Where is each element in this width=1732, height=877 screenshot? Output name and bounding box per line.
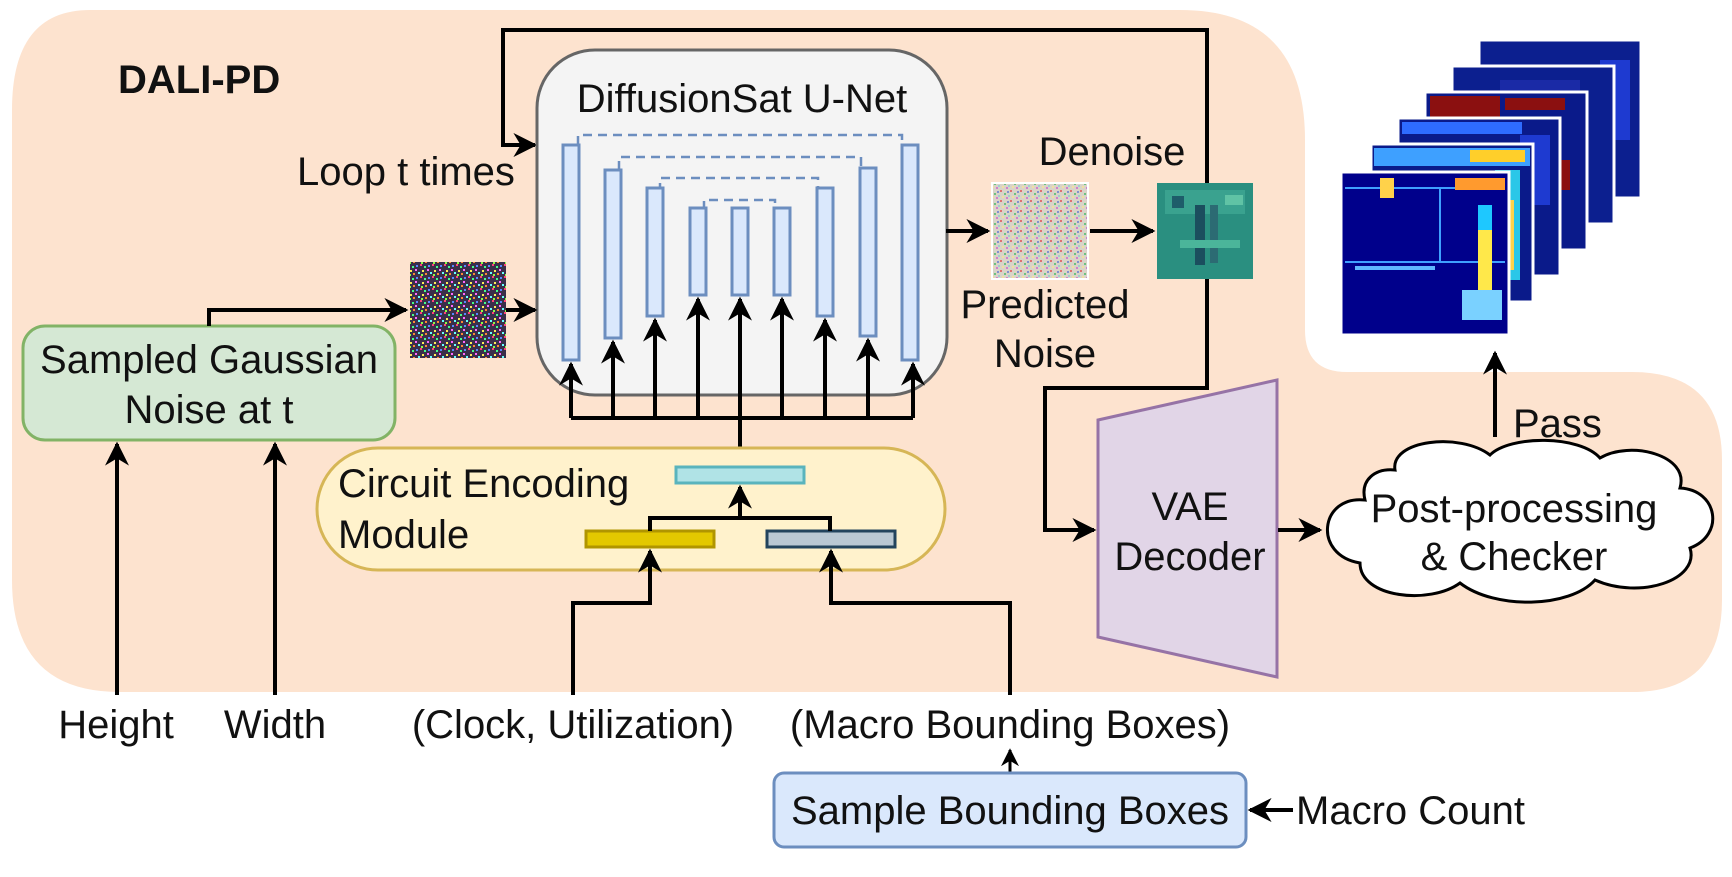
unet-block	[645, 186, 665, 318]
output-layout-stack	[1339, 38, 1643, 337]
pass-label: Pass	[1513, 402, 1602, 446]
unet-block	[772, 206, 792, 297]
macro-bbox-label: (Macro Bounding Boxes)	[790, 703, 1230, 747]
predicted-noise-line2: Noise	[994, 332, 1096, 376]
encoder-clock-bar	[584, 529, 716, 549]
gaussian-noise-image	[410, 262, 506, 358]
unet-block	[561, 143, 581, 362]
circuit-encoding-line1: Circuit Encoding	[338, 462, 629, 506]
post-processing-line1: Post-processing	[1371, 487, 1658, 531]
encoder-merge-arrows	[648, 484, 832, 531]
denoised-latent-image	[1157, 183, 1253, 279]
encoder-macro-bar	[765, 529, 897, 549]
unet-block	[900, 143, 920, 362]
sampled-gaussian-line1: Sampled Gaussian	[40, 338, 378, 382]
unet-skip-connections	[576, 133, 904, 210]
post-processing-line2: & Checker	[1421, 535, 1608, 579]
post-processing-cloud	[1325, 438, 1715, 604]
vae-decoder-line2: Decoder	[1114, 535, 1265, 579]
unet-block	[858, 166, 878, 338]
denoised-to-vae-arrow	[1043, 340, 1209, 542]
loop-arrow	[501, 28, 1209, 340]
unet-blocks	[561, 143, 920, 362]
vae-decoder-line1: VAE	[1151, 485, 1228, 529]
width-label: Width	[224, 703, 326, 747]
output-layout-front	[1339, 170, 1511, 337]
diagram-title: DALI-PD	[118, 58, 280, 102]
macro-count-label: Macro Count	[1296, 789, 1525, 833]
unet-block	[688, 206, 708, 297]
sampled-gaussian-line2: Noise at t	[125, 388, 294, 432]
predicted-noise-line1: Predicted	[961, 283, 1130, 327]
macro-bbox-arrow	[819, 548, 1012, 695]
denoise-label: Denoise	[1039, 130, 1186, 174]
sample-bounding-boxes-label: Sample Bounding Boxes	[791, 789, 1229, 833]
unet-block	[603, 168, 623, 340]
vae-decoder	[1096, 378, 1279, 679]
encoder-top-bar	[674, 465, 806, 485]
unet-conditioning-arrows	[559, 296, 925, 470]
circuit-encoding-line2: Module	[338, 513, 469, 557]
height-label: Height	[58, 703, 174, 747]
unet-block	[730, 206, 750, 297]
sample-bounding-boxes-box	[772, 771, 1248, 849]
clock-util-arrow	[571, 548, 662, 695]
gaussian-to-noise-arrow	[207, 298, 409, 326]
unet-block	[815, 186, 835, 318]
unet-label: DiffusionSat U-Net	[577, 77, 908, 121]
predicted-noise-image	[991, 182, 1089, 280]
loop-label: Loop t times	[297, 150, 515, 194]
clock-util-label: (Clock, Utilization)	[412, 703, 734, 747]
